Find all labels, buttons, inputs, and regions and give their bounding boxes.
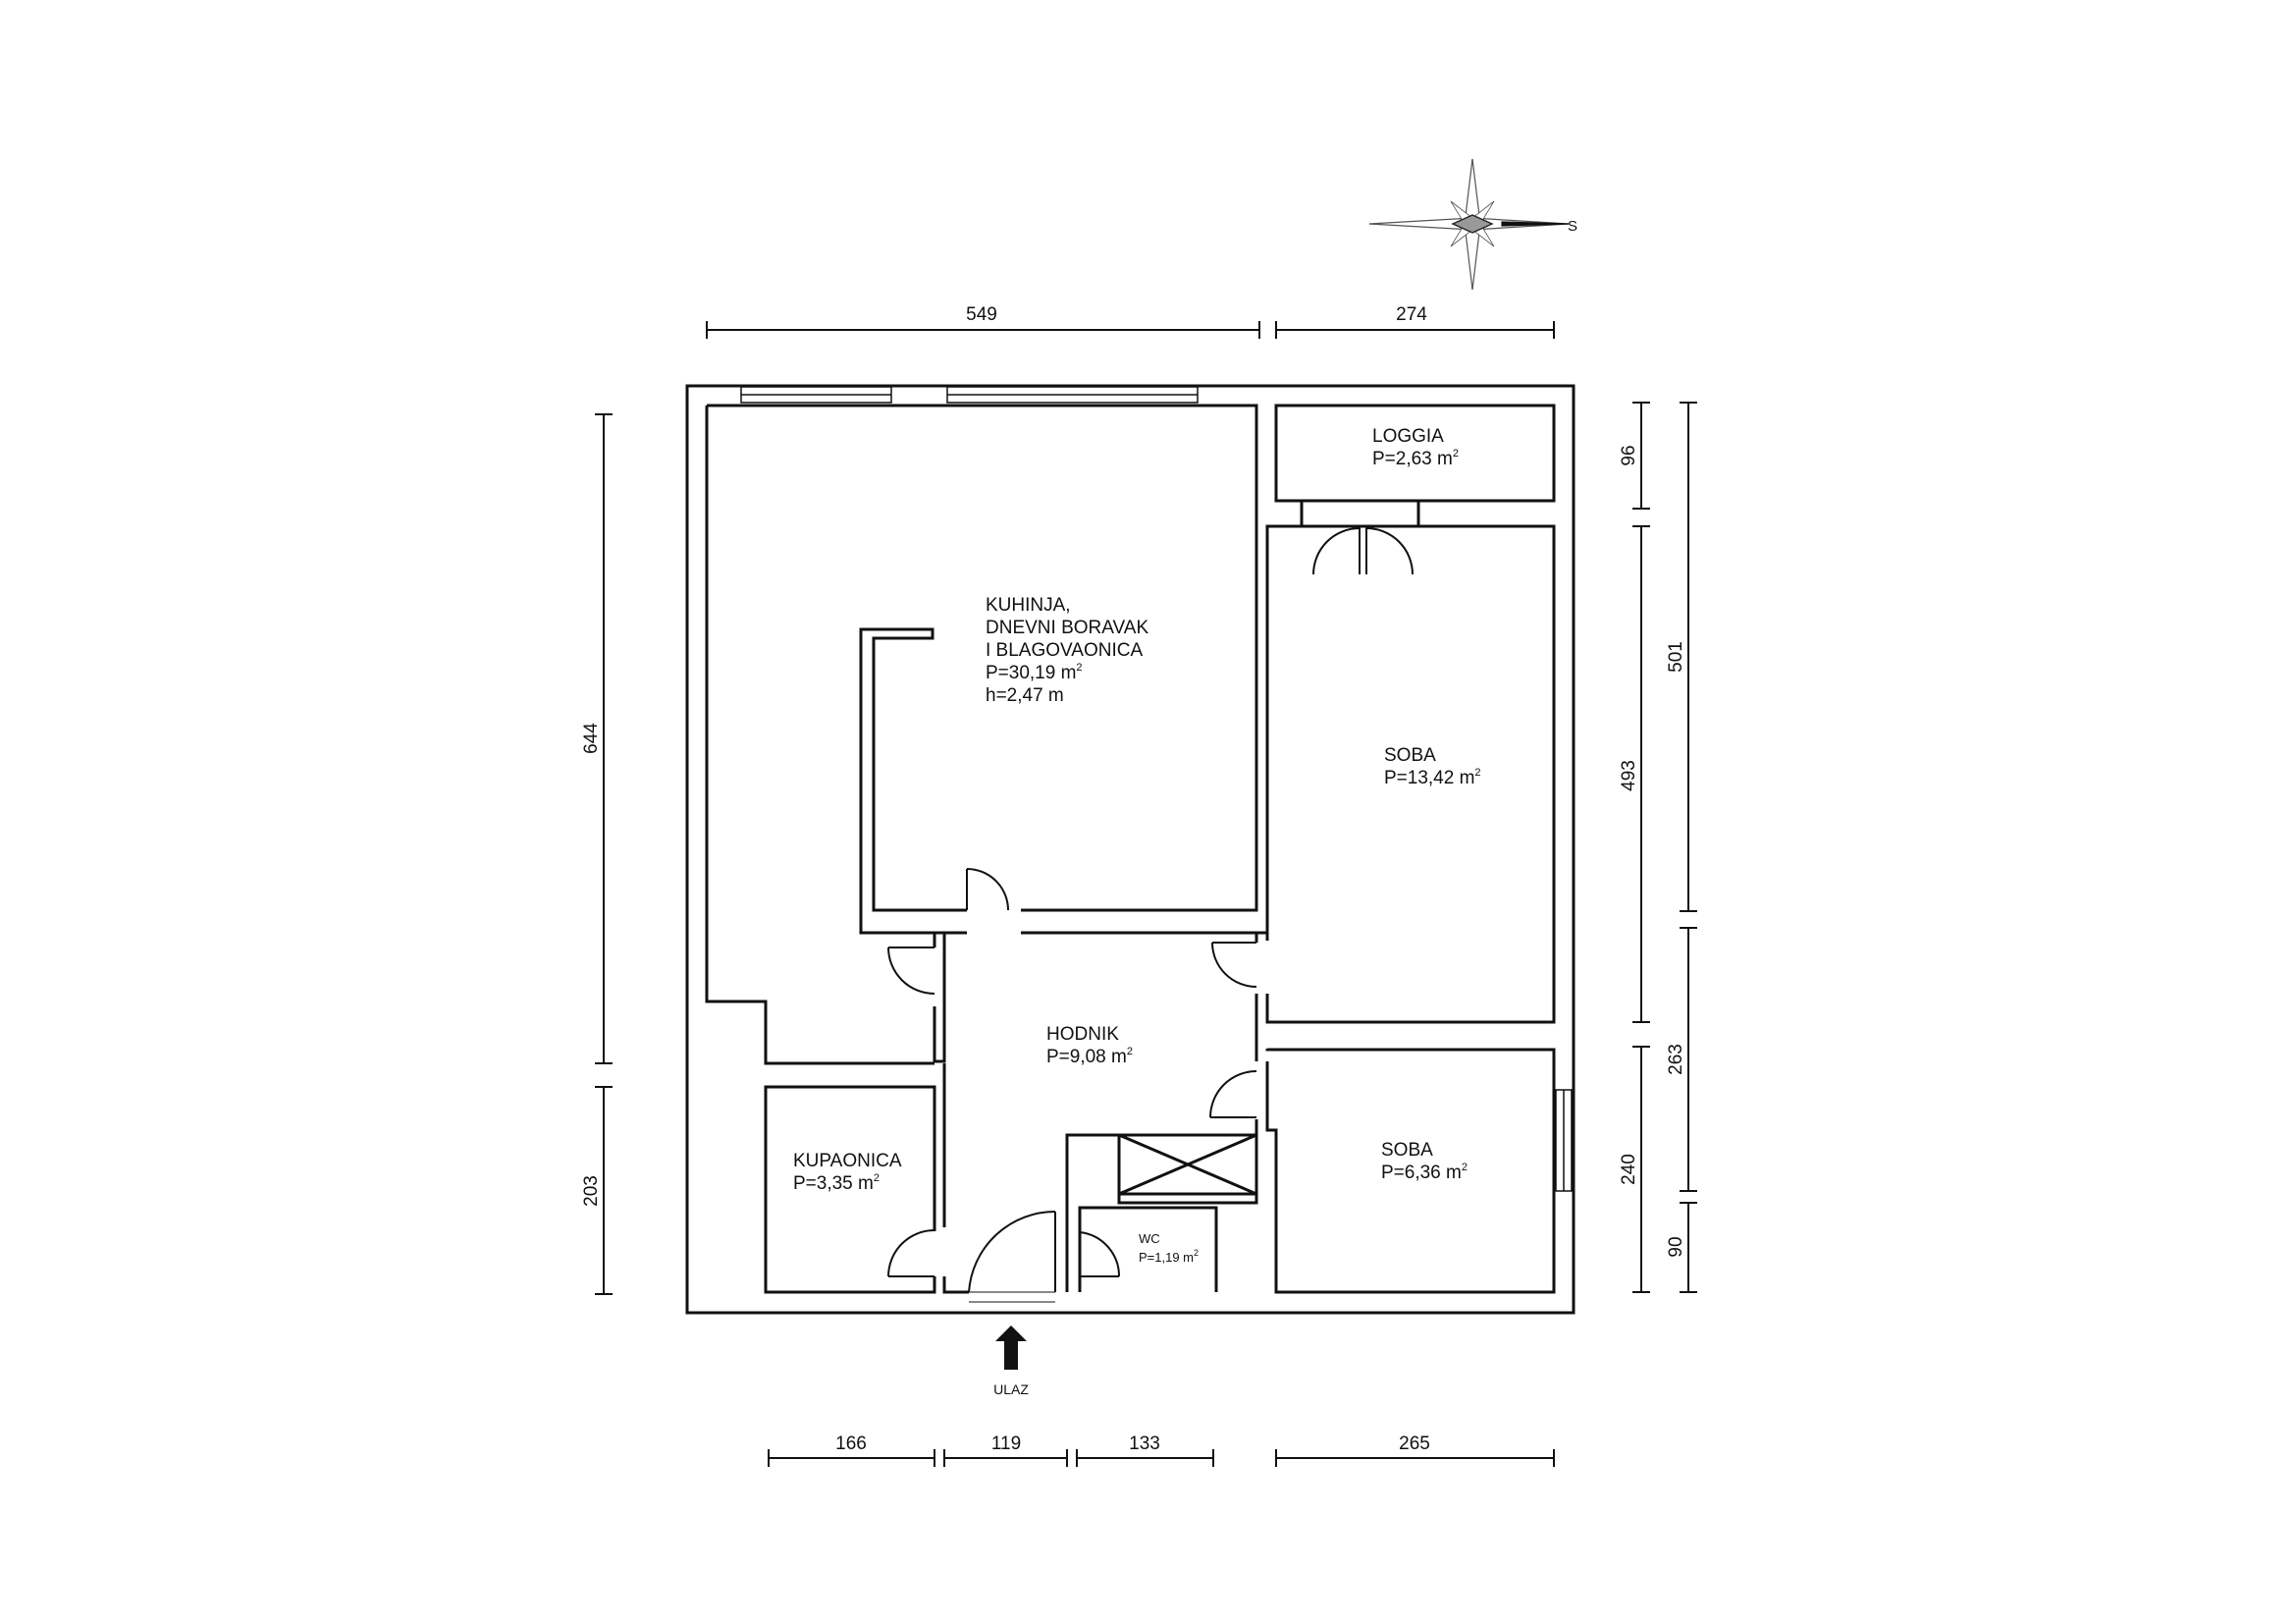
kuhinja-wall	[707, 404, 1258, 912]
kupaonica-wall	[764, 1085, 936, 1294]
hodnik-left-wall	[942, 1276, 969, 1294]
room-area: P=6,36 m2	[1381, 1162, 1468, 1183]
room-name-line: SOBA	[1384, 745, 1436, 766]
room-height: h=2,47 m	[986, 685, 1064, 706]
room-name-line: KUHINJA,	[986, 595, 1071, 616]
room-label-kuhinja: KUHINJA, DNEVNI BORAVAK I BLAGOVAONICA P…	[986, 595, 1148, 706]
room-area: P=2,63 m2	[1372, 448, 1459, 469]
room-label-wc: WC P=1,19 m2	[1139, 1231, 1199, 1265]
soba-small-door[interactable]	[1209, 1070, 1257, 1118]
room-area: P=30,19 m2	[986, 662, 1083, 683]
kuhinja-door[interactable]	[966, 868, 1009, 911]
dimension-lines	[595, 321, 1697, 1467]
room-area: P=9,08 m2	[1046, 1046, 1133, 1067]
room-name-line: DNEVNI BORAVAK	[986, 618, 1148, 638]
room-name-line: HODNIK	[1046, 1024, 1119, 1045]
room-label-soba-large: SOBA P=13,42 m2	[1384, 745, 1481, 788]
soba-large-door[interactable]	[1211, 942, 1257, 988]
dim-label-top-1: 549	[966, 304, 997, 325]
dim-label-bottom-1: 166	[835, 1434, 867, 1454]
compass-rose	[1368, 158, 1570, 291]
hodnik-kuhinja-door[interactable]	[887, 947, 935, 995]
room-name-line: KUPAONICA	[793, 1151, 902, 1171]
room-name-line: I BLAGOVAONICA	[986, 640, 1143, 661]
outer-wall	[685, 384, 1575, 1315]
loggia-wall	[1274, 404, 1556, 503]
room-label-loggia: LOGGIA P=2,63 m2	[1372, 426, 1459, 469]
dim-label-right-inner-3: 240	[1619, 1154, 1639, 1185]
wc-wall	[1078, 1206, 1218, 1292]
room-area: P=1,19 m2	[1139, 1248, 1199, 1265]
room-label-hodnik: HODNIK P=9,08 m2	[1046, 1024, 1133, 1067]
soba-large-wall	[1265, 524, 1556, 1024]
hodnik-wall	[1065, 1119, 1258, 1292]
dim-label-right-outer-2: 263	[1666, 1044, 1686, 1075]
entrance-door[interactable]	[968, 1210, 1056, 1303]
walls	[685, 384, 1575, 1315]
room-name-line: WC	[1139, 1231, 1160, 1246]
room-area: P=13,42 m2	[1384, 767, 1481, 788]
dim-label-right-outer-1: 501	[1666, 641, 1686, 673]
compass-center-diamond	[1451, 214, 1494, 234]
windows	[740, 386, 1573, 1192]
installation-shaft	[1117, 1133, 1258, 1196]
dim-label-bottom-2: 119	[991, 1434, 1021, 1454]
room-label-soba-small: SOBA P=6,36 m2	[1381, 1140, 1468, 1183]
dim-label-top-2: 274	[1396, 304, 1427, 325]
entrance-arrow-icon	[995, 1325, 1027, 1370]
doors	[887, 526, 1414, 1303]
compass-needle	[1501, 221, 1570, 227]
loggia-door[interactable]	[1312, 526, 1414, 575]
soba-small-wall	[1265, 1048, 1556, 1294]
dim-label-bottom-4: 265	[1399, 1434, 1430, 1454]
dim-label-left-2: 203	[581, 1175, 602, 1207]
room-label-kupaonica: KUPAONICA P=3,35 m2	[793, 1151, 902, 1194]
kuhinja-partition	[859, 627, 967, 1063]
kupaonica-door[interactable]	[887, 1229, 935, 1277]
dim-label-right-inner-4: 90	[1666, 1236, 1686, 1257]
room-name-line: LOGGIA	[1372, 426, 1444, 447]
dim-label-left-1: 644	[581, 723, 602, 754]
wc-door[interactable]	[1079, 1231, 1121, 1277]
dim-label-right-inner-2: 493	[1619, 760, 1639, 791]
soba-large-wall-left	[1265, 524, 1302, 941]
room-area: P=3,35 m2	[793, 1172, 880, 1194]
dim-label-bottom-3: 133	[1129, 1434, 1160, 1454]
shaft-cross	[1118, 1133, 1257, 1196]
room-name-line: SOBA	[1381, 1140, 1433, 1161]
dim-label-right-inner-1: 96	[1619, 445, 1639, 465]
entrance-label: ULAZ	[993, 1381, 1029, 1397]
compass-direction-label: S	[1568, 218, 1577, 235]
kuhinja-left-wall	[705, 406, 934, 1065]
dimension-labels: 549 274 166 119 133 265 644 203 96 493 2…	[581, 304, 1686, 1454]
